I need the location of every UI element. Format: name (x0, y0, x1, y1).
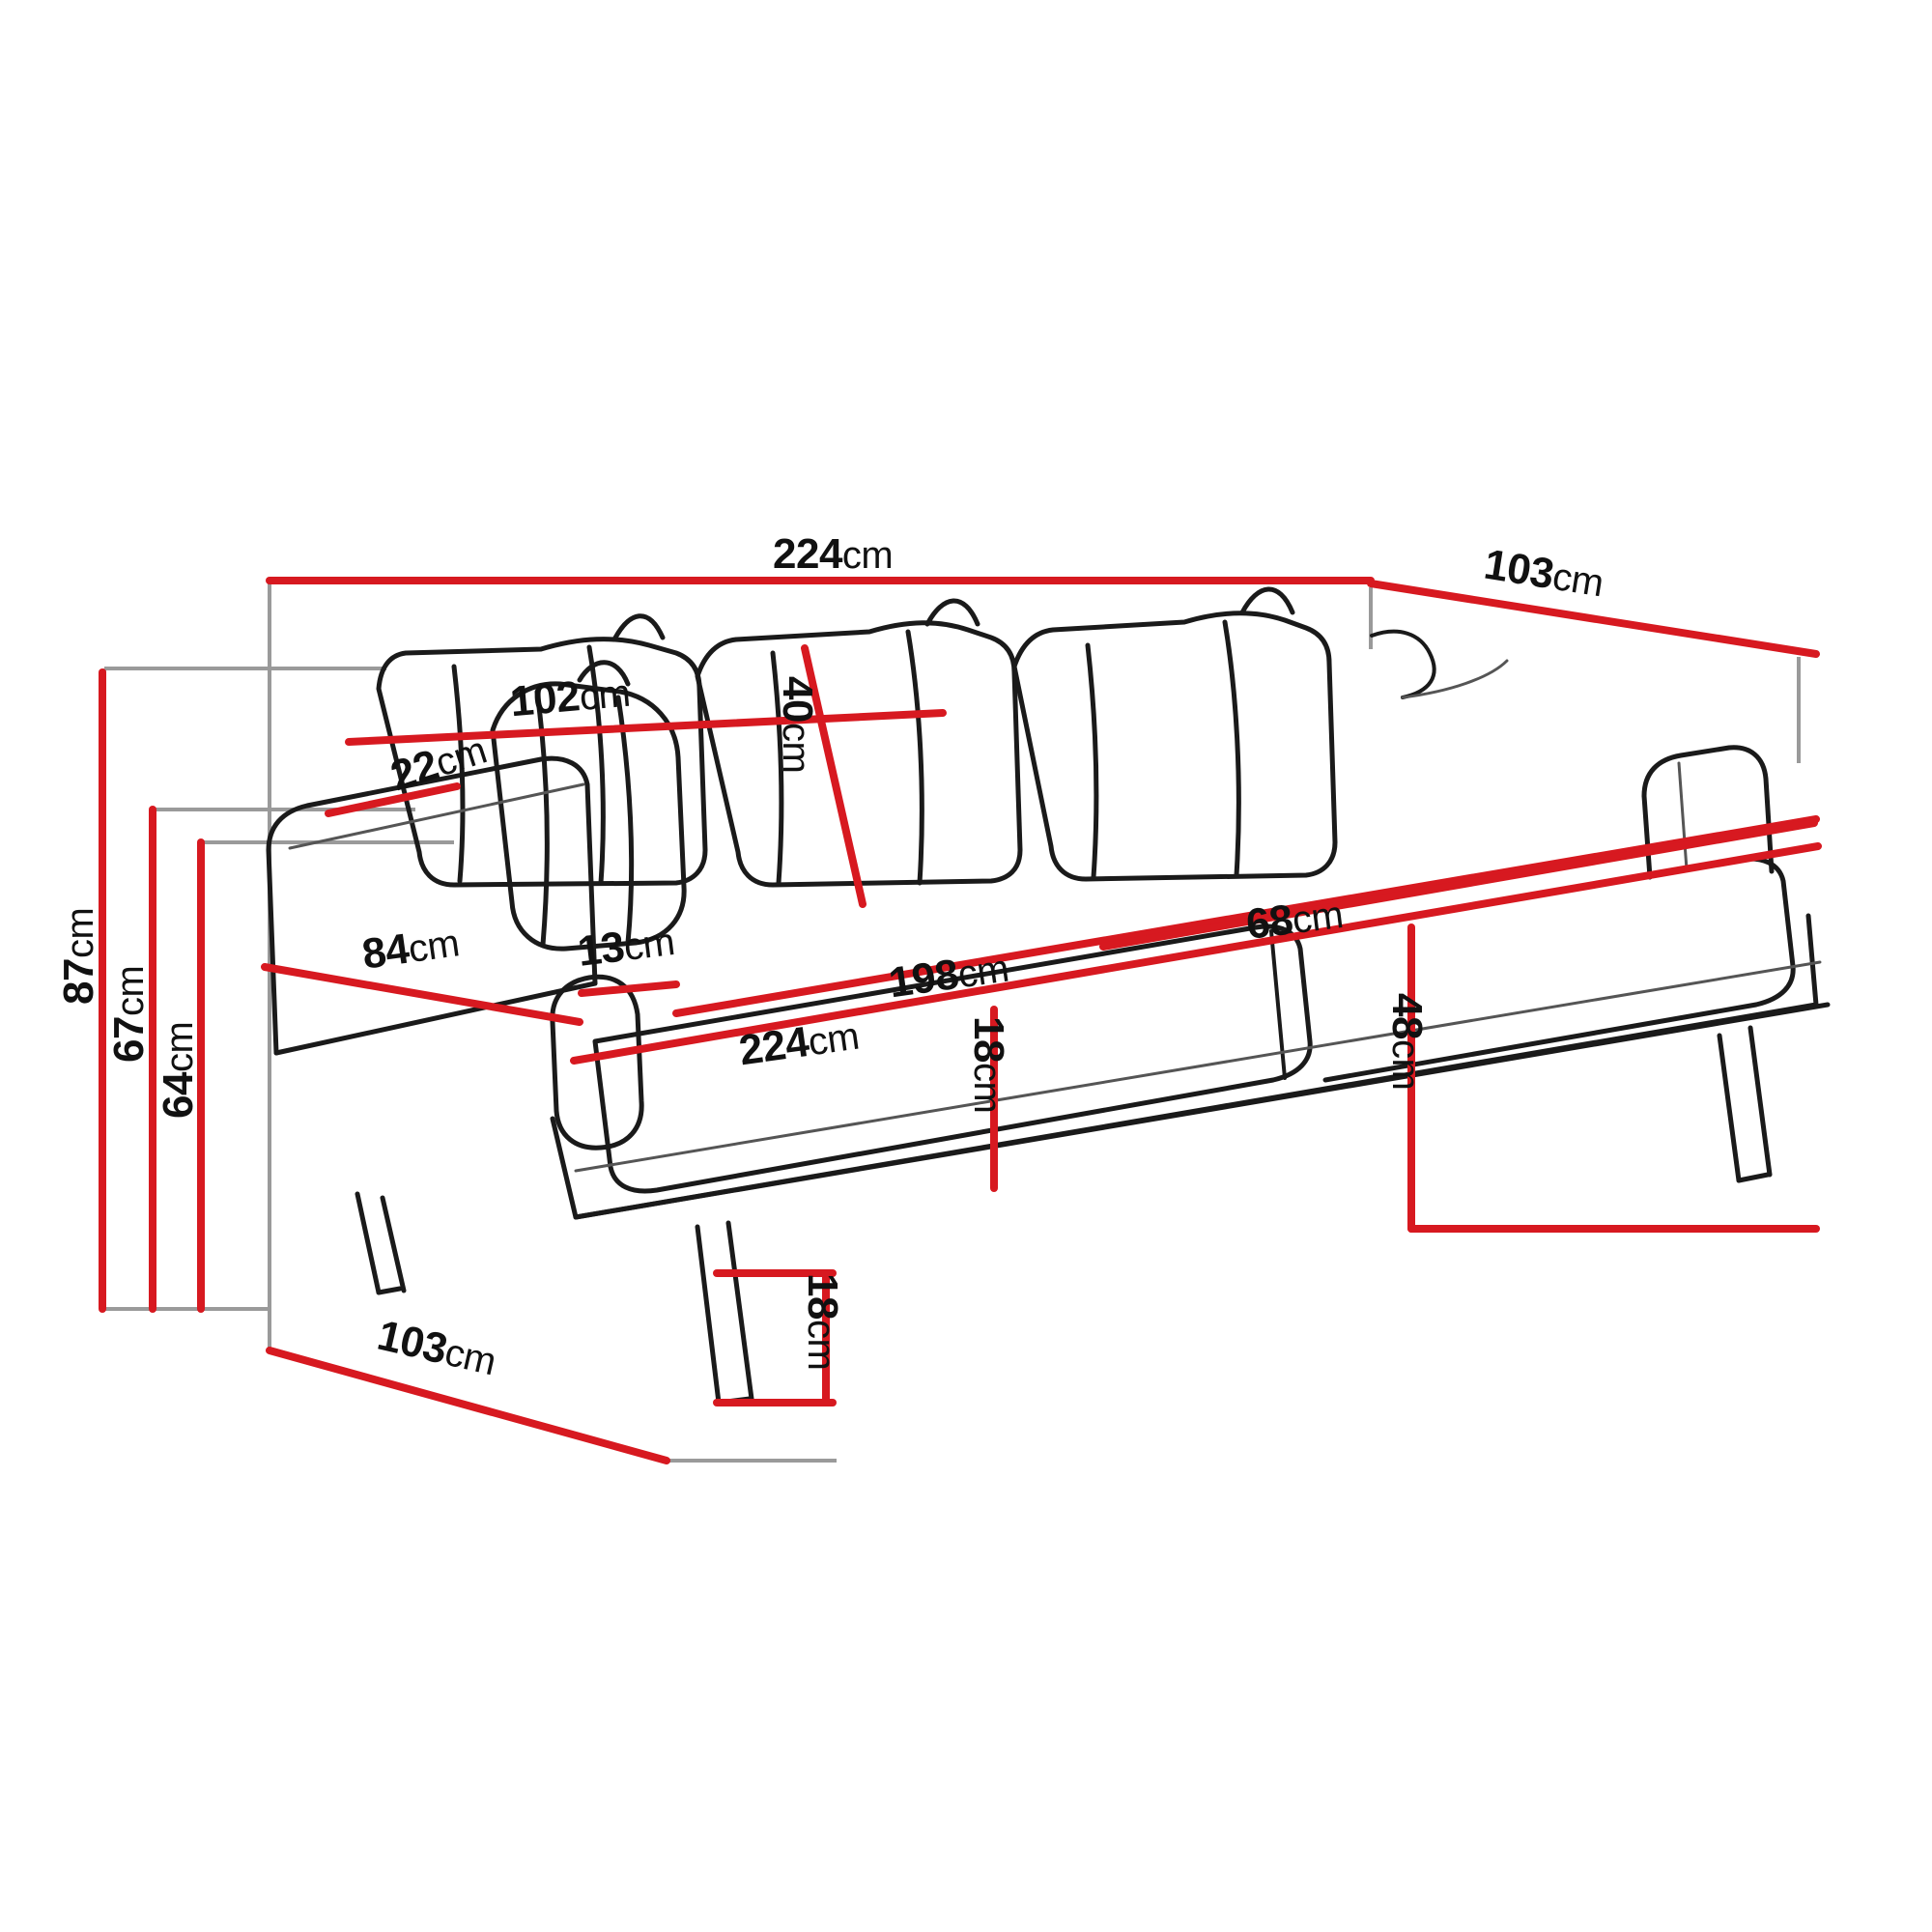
dim-label-back-cushion-height: 40cm (774, 676, 821, 774)
dim-label-backrest-cushion-width: 102cm (508, 671, 633, 726)
dimline-seat-width-inner (672, 815, 1820, 1017)
dimline-armrest-depth (261, 963, 583, 1026)
dim-label-seat-cushion-thickness: 18cm (965, 1016, 1012, 1114)
dim-label-overall-height: 87cm (55, 907, 102, 1005)
dimline-backrest-cushion-width (345, 709, 947, 746)
dimline-overall-depth-top (1367, 580, 1820, 658)
dim-label-armrest-height: 64cm (155, 1021, 202, 1119)
sofa-outline (266, 586, 1831, 1406)
dimline-overall-depth-bottom (266, 1347, 670, 1464)
dimline-armrest-width (578, 980, 680, 997)
dim-label-seat-height: 48cm (1383, 993, 1431, 1091)
dim-label-overall-width-top: 224cm (773, 530, 894, 578)
dimline-armrest-thickness (325, 782, 461, 817)
dimline-seat-cushion-depth (1099, 819, 1818, 951)
dimension-lines (99, 577, 1822, 1464)
extension-lines (102, 578, 1801, 1463)
dim-label-backrest-height: 67cm (105, 965, 153, 1063)
dimline-back-cushion-height (801, 644, 867, 908)
dim-label-leg-height: 18cm (799, 1273, 846, 1371)
dimline-base-width (570, 842, 1822, 1065)
